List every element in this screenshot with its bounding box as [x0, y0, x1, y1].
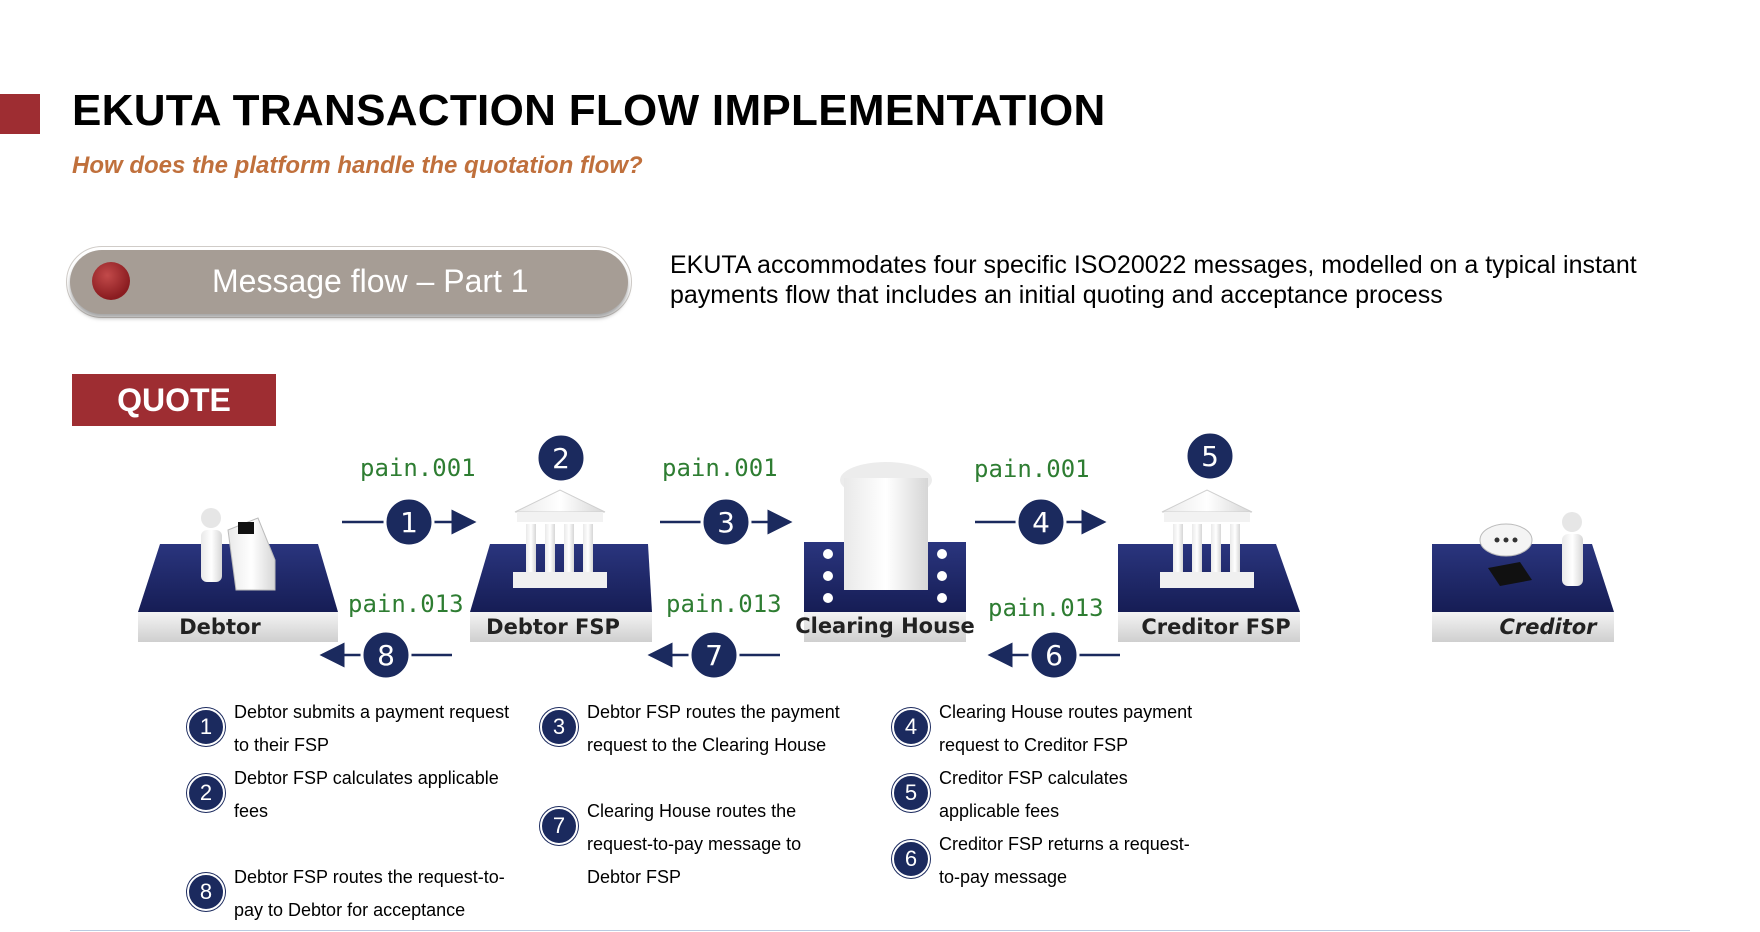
step-description: Creditor FSP returns a request-to-pay me… [939, 834, 1190, 887]
atm-kiosk-icon [227, 517, 276, 591]
phone-icon [1488, 562, 1532, 586]
step-description: Clearing House routes payment request to… [939, 702, 1193, 755]
step-badge-4 [1015, 496, 1067, 548]
node-label-creditor-fsp: Creditor FSP [1141, 615, 1290, 639]
step-badge-8 [360, 629, 412, 681]
step-item-6: 6 Creditor FSP returns a request-to-pay … [892, 828, 1199, 894]
clearing-house-node [804, 462, 966, 642]
section-pill: Message flow – Part 1 [70, 250, 628, 314]
step-description: Creditor FSP calculates applicable fees [939, 768, 1128, 821]
node-label-creditor: Creditor [1499, 615, 1598, 639]
step-item-2: 2 Debtor FSP calculates applicable fees [187, 762, 524, 828]
step-badge-5 [1184, 430, 1236, 482]
page-title: EKUTA TRANSACTION FLOW IMPLEMENTATION [72, 86, 1106, 135]
step-item-5: 5 Creditor FSP calculates applicable fee… [892, 762, 1179, 828]
quote-tag: QUOTE [72, 374, 276, 426]
chat-bubble-icon [1479, 523, 1533, 557]
node-label-debtor: Debtor [179, 615, 261, 639]
debtor-node [138, 508, 338, 642]
step-badge-4-number: 4 [1032, 506, 1050, 539]
debtor-fsp-node [470, 489, 652, 642]
network-nodes-icon [823, 549, 947, 603]
step-badge-3-number: 3 [717, 506, 735, 539]
person-icon [201, 508, 222, 582]
step-number-badge: 5 [892, 774, 930, 812]
message-label-step-1: pain.001 [360, 454, 476, 482]
step-description: Debtor submits a payment request to thei… [234, 702, 510, 755]
node-label-debtor-fsp: Debtor FSP [486, 615, 620, 639]
step-number-badge: 6 [892, 840, 930, 878]
creditor-node [1432, 512, 1614, 642]
step-item-4: 4 Clearing House routes payment request … [892, 696, 1214, 762]
message-label-step-6: pain.013 [988, 594, 1104, 622]
step-badge-7 [688, 629, 740, 681]
step-description: Clearing House routes the request-to-pay… [587, 801, 802, 887]
step-number-badge: 1 [187, 708, 225, 746]
dome-building-icon [840, 462, 932, 590]
step-badge-2-number: 2 [552, 442, 570, 475]
person-icon [1562, 512, 1583, 586]
step-badge-1 [383, 496, 435, 548]
bank-building-icon [513, 489, 607, 588]
step-badge-8-number: 8 [377, 639, 395, 672]
bank-building-icon [1160, 489, 1254, 588]
title-accent-bar [0, 94, 40, 134]
creditor-fsp-node [1118, 489, 1300, 642]
page-subtitle: How does the platform handle the quotati… [72, 152, 643, 179]
step-badge-1-number: 1 [400, 506, 418, 539]
step-number-badge: 3 [540, 708, 578, 746]
step-badge-2 [535, 432, 587, 484]
step-item-8: 8 Debtor FSP routes the request-to-pay t… [187, 861, 509, 927]
step-description: Debtor FSP calculates applicable fees [234, 768, 499, 821]
message-label-step-7: pain.013 [666, 590, 782, 618]
step-badge-6-number: 6 [1045, 639, 1063, 672]
section-pill-label: Message flow – Part 1 [212, 263, 529, 299]
step-badge-3 [700, 496, 752, 548]
step-description: Debtor FSP routes the request-to-pay to … [234, 867, 505, 920]
step-item-3: 3 Debtor FSP routes the payment request … [540, 696, 867, 762]
step-number-badge: 4 [892, 708, 930, 746]
step-item-7: 7 Clearing House routes the request-to-p… [540, 795, 827, 894]
bullet-dot-icon [92, 262, 130, 300]
intro-text: EKUTA accommodates four specific ISO2002… [670, 251, 1637, 309]
message-label-step-3: pain.001 [662, 454, 778, 482]
step-number-badge: 2 [187, 774, 225, 812]
message-label-step-4: pain.001 [974, 455, 1090, 483]
node-label-clearing-house: Clearing House [795, 614, 975, 638]
message-label-step-8: pain.013 [348, 590, 464, 618]
step-number-badge: 7 [540, 807, 578, 845]
step-badge-5-number: 5 [1201, 440, 1219, 473]
step-badge-7-number: 7 [705, 639, 723, 672]
step-item-1: 1 Debtor submits a payment request to th… [187, 696, 524, 762]
bottom-divider [70, 930, 1690, 931]
step-description: Debtor FSP routes the payment request to… [587, 702, 840, 755]
step-number-badge: 8 [187, 873, 225, 911]
step-badge-6 [1028, 629, 1080, 681]
